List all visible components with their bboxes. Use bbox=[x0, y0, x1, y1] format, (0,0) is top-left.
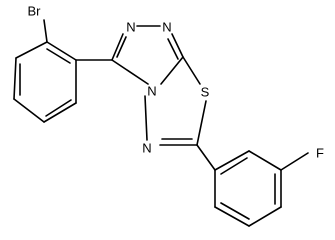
bond-to-f bbox=[280, 152, 309, 171]
molecule-structure: Br N N N S N F bbox=[13, 4, 324, 227]
bond bbox=[182, 56, 201, 85]
double-bond-inner bbox=[220, 157, 248, 175]
double-bond-inner bbox=[46, 48, 71, 64]
bond bbox=[13, 57, 17, 100]
bond bbox=[214, 150, 250, 171]
bond bbox=[15, 41, 48, 59]
atom-label-n: N bbox=[162, 20, 171, 35]
bond bbox=[13, 98, 45, 123]
bond bbox=[248, 150, 282, 171]
atom-label-s: S bbox=[201, 85, 210, 100]
atom-label-n: N bbox=[126, 20, 135, 35]
bond-to-br bbox=[43, 19, 48, 43]
atom-label-f: F bbox=[316, 146, 324, 161]
atom-label-n: N bbox=[147, 84, 156, 99]
thiadiazole-ring bbox=[144, 56, 207, 146]
bond bbox=[214, 206, 250, 227]
triazole-ring bbox=[111, 25, 184, 85]
atom-label-br: Br bbox=[28, 4, 42, 19]
bromophenyl-ring bbox=[13, 19, 77, 123]
bond bbox=[144, 95, 148, 141]
bond bbox=[160, 56, 184, 85]
double-bond-inner bbox=[167, 38, 179, 60]
double-bond-inner bbox=[45, 99, 72, 117]
bond bbox=[43, 102, 77, 123]
fluorophenyl-ring bbox=[214, 150, 309, 227]
atom-label-n: N bbox=[142, 141, 151, 156]
bond bbox=[111, 59, 149, 85]
bond bbox=[171, 33, 184, 58]
bond bbox=[248, 206, 282, 227]
bond bbox=[196, 144, 216, 171]
bond bbox=[46, 41, 77, 61]
bond bbox=[196, 100, 207, 146]
double-bond-inner bbox=[116, 36, 127, 58]
bond bbox=[111, 33, 124, 61]
double-bond-inner bbox=[220, 202, 250, 220]
